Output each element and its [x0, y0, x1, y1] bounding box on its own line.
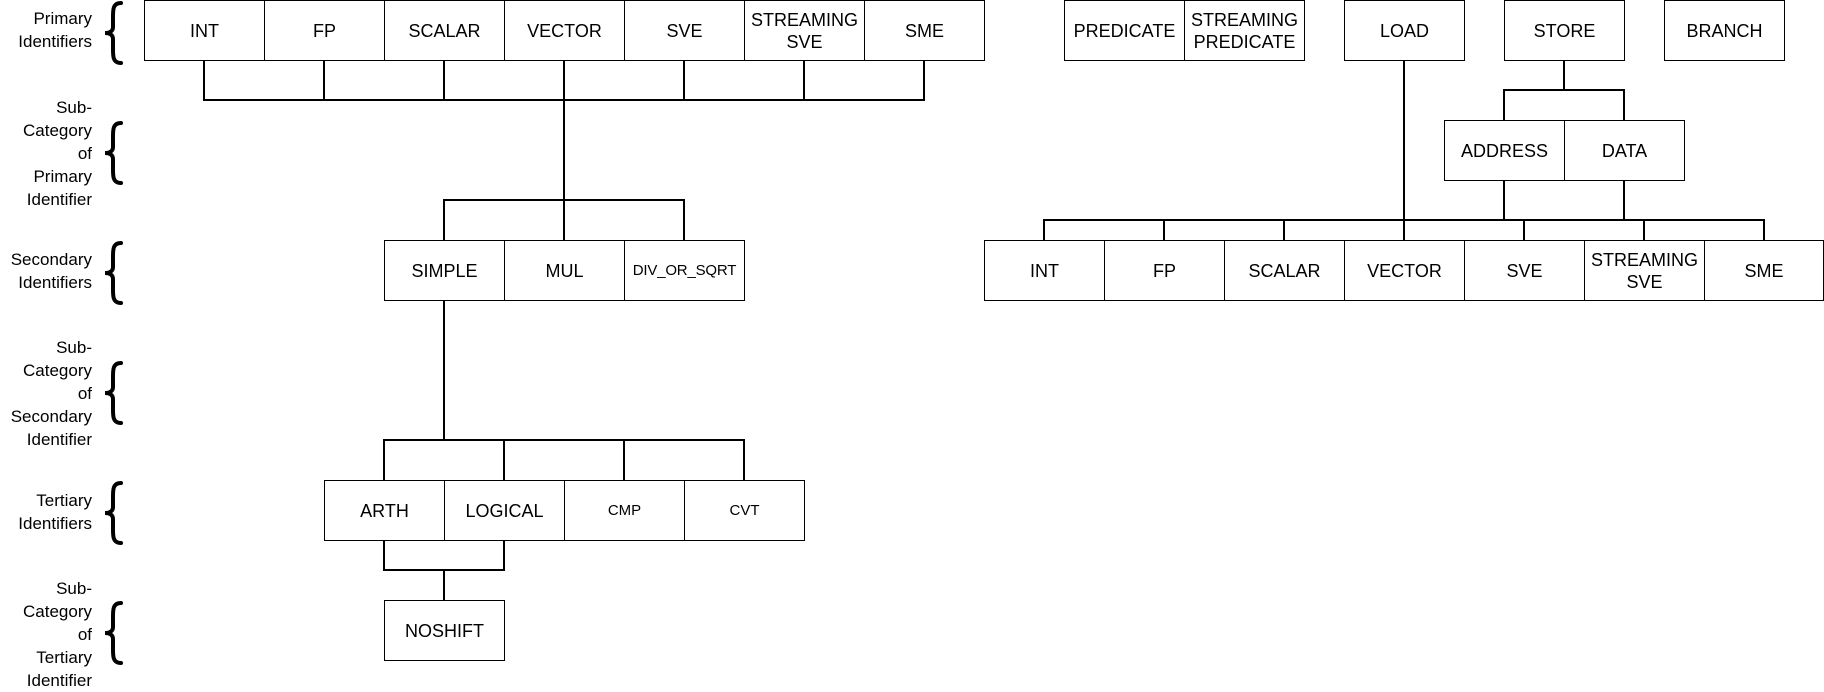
- memory-int-box: INT: [984, 240, 1105, 301]
- memory-sme-box: SME: [1704, 240, 1824, 301]
- memory-sve-box: SVE: [1464, 240, 1585, 301]
- store-address-box: ADDRESS: [1444, 120, 1565, 181]
- primary-load-box: LOAD: [1344, 0, 1465, 61]
- brace-icon: [104, 121, 123, 185]
- brace-icon: [104, 241, 123, 305]
- brace-icon: [104, 361, 123, 425]
- tertiary-cmp-box: CMP: [564, 480, 685, 541]
- memory-fp-box: FP: [1104, 240, 1225, 301]
- secondary-mul-box: MUL: [504, 240, 625, 301]
- primary-sve-box: SVE: [624, 0, 745, 61]
- brace-icon: [104, 1, 123, 65]
- secondary-simple-box: SIMPLE: [384, 240, 505, 301]
- memory-scalar-box: SCALAR: [1224, 240, 1345, 301]
- primary-sme-box: SME: [864, 0, 985, 61]
- primary-scalar-box: SCALAR: [384, 0, 505, 61]
- brace-icon: [104, 601, 123, 665]
- tertiary-logical-box: LOGICAL: [444, 480, 565, 541]
- primary-int-box: INT: [144, 0, 265, 61]
- store-data-box: DATA: [1564, 120, 1685, 181]
- primary-branch-box: BRANCH: [1664, 0, 1785, 61]
- primary-fp-box: FP: [264, 0, 385, 61]
- tertiary-cvt-box: CVT: [684, 480, 805, 541]
- memory-vector-box: VECTOR: [1344, 240, 1465, 301]
- tertiary-arth-box: ARTH: [324, 480, 445, 541]
- primary-predicate-box: PREDICATE: [1064, 0, 1185, 61]
- primary-store-box: STORE: [1504, 0, 1625, 61]
- tertiary-noshift-box: NOSHIFT: [384, 600, 505, 661]
- secondary-div-or-sqrt-box: DIV_OR_SQRT: [624, 240, 745, 301]
- primary-vector-box: VECTOR: [504, 0, 625, 61]
- brace-icon: [104, 481, 123, 545]
